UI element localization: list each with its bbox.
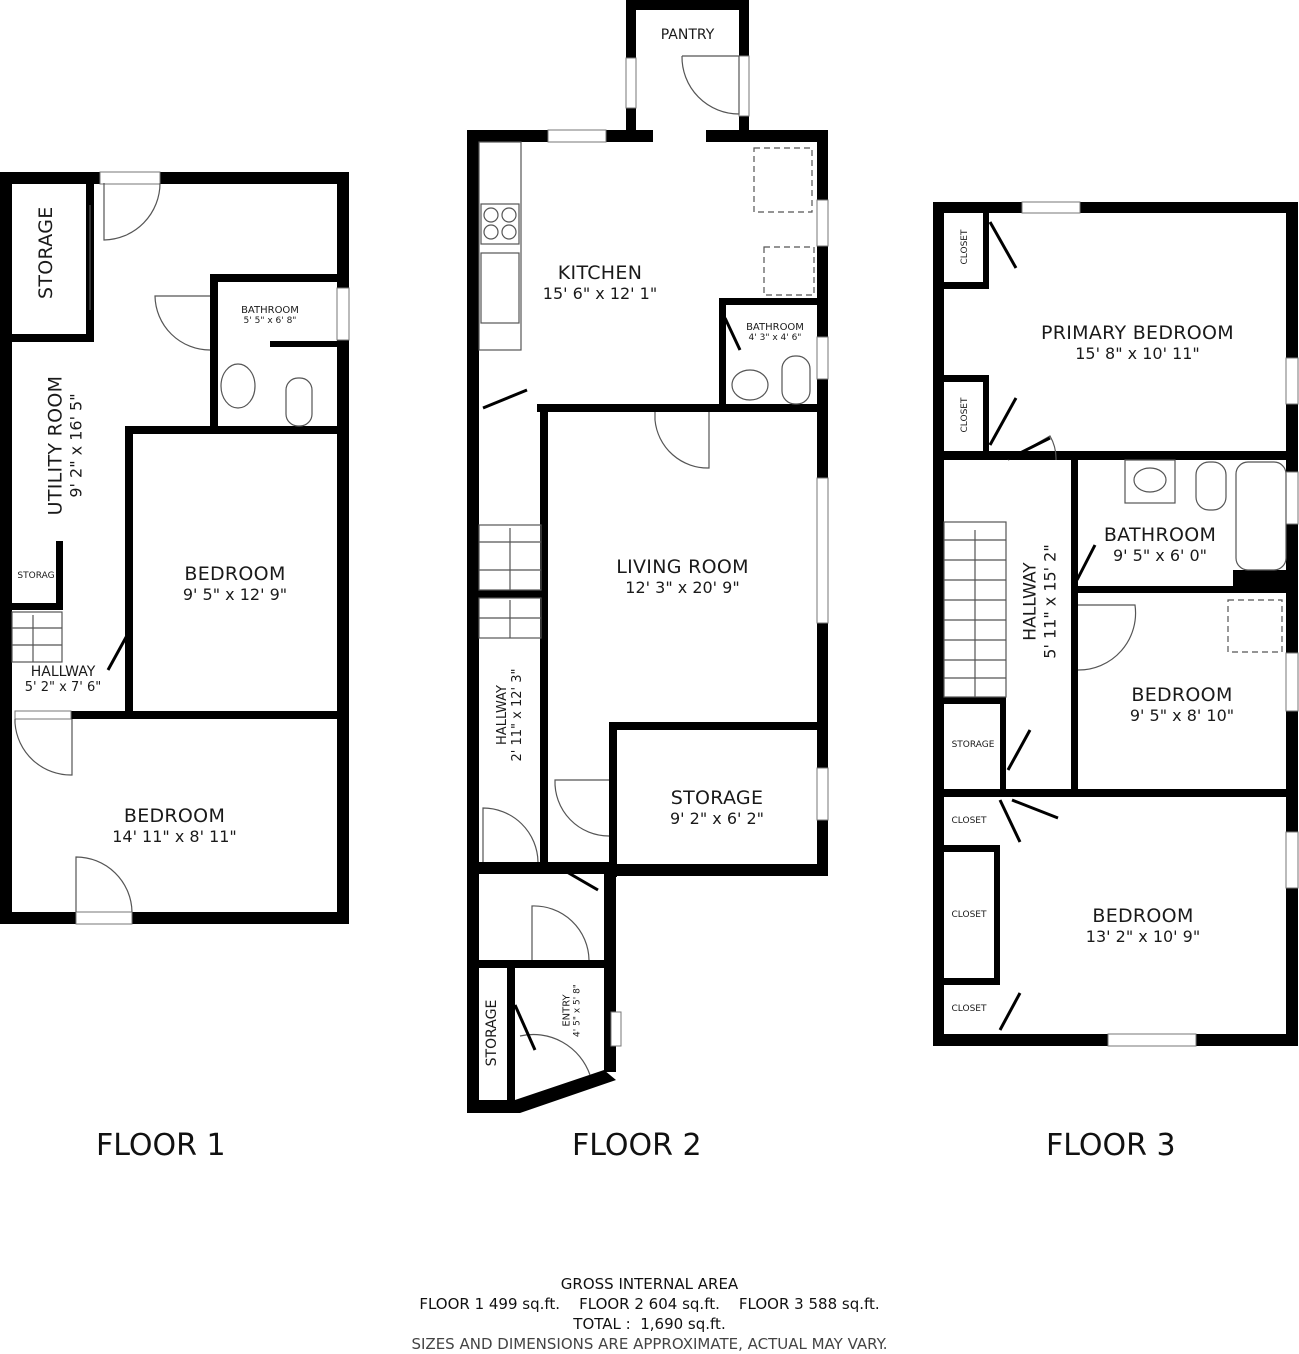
room-name: BEDROOM [184,563,286,585]
room-name: LIVING ROOM [616,556,749,578]
f2-pantry-label: PANTRY [660,27,715,43]
room-dimensions: 9' 5" x 8' 10" [1129,706,1235,725]
f3-hallway-label: HALLWAY 5' 11" x 15' 2" [1021,532,1060,672]
f2-kitchen-label: KITCHEN 15' 6" x 12' 1" [520,262,680,303]
room-dimensions: 13' 2" x 10' 9" [1085,927,1201,946]
room-dimensions: 9' 5" x 6' 0" [1112,546,1208,565]
f1-storage-closet-label: STORAG [17,571,55,581]
room-name: HALLWAY [30,664,96,680]
f3-storage-label: STORAGE [951,740,995,750]
room-name: HALLWAY [495,685,510,745]
room-dimensions: 9' 2" x 6' 2" [669,809,765,828]
room-name: PRIMARY BEDROOM [1041,322,1234,344]
room-name: ENTRY [561,994,573,1027]
room-name: BEDROOM [1131,684,1233,706]
f3-closet-1-label: CLOSET [960,229,970,265]
f3-closet-2-label: CLOSET [960,397,970,433]
f2-storage-label: STORAGE 9' 2" x 6' 2" [617,787,817,828]
room-dimensions: 5' 2" x 7' 6" [24,680,102,695]
f3-primary-bedroom-label: PRIMARY BEDROOM 15' 8" x 10' 11" [989,322,1286,363]
f2-bathroom-label: BATHROOM 4' 3" x 4' 6" [728,322,822,343]
room-name: BATHROOM [746,322,804,333]
fixtures [11,55,1287,1076]
room-name: BATHROOM [1103,524,1217,546]
summary-total: TOTAL : 1,690 sq.ft. [573,1315,726,1333]
f2-living-room-label: LIVING ROOM 12' 3" x 20' 9" [548,556,817,597]
room-dimensions: 5' 5" x 6' 8" [243,316,297,326]
f1-hallway-label: HALLWAY 5' 2" x 7' 6" [8,664,118,695]
summary-floor-areas: FLOOR 1 499 sq.ft. FLOOR 2 604 sq.ft. FL… [419,1295,880,1313]
room-name: BEDROOM [123,805,226,827]
room-name: BATHROOM [241,305,299,316]
room-dimensions: 5' 11" x 15' 2" [1040,544,1060,659]
room-dimensions: 12' 3" x 20' 9" [625,578,740,597]
room-name: STORAGE [670,787,764,809]
f3-closet-5-label: CLOSET [951,1004,987,1014]
f3-bedroom-2-label: BEDROOM 13' 2" x 10' 9" [1000,905,1286,946]
f3-closet-3-label: CLOSET [951,816,987,826]
f2-storage-2-label: STORAGE [484,999,500,1067]
f2-hallway-label: HALLWAY 2' 11" x 12' 3" [495,655,525,775]
f3-closet-4-label: CLOSET [951,910,987,920]
room-name: KITCHEN [557,262,643,284]
floor-3-title: FLOOR 3 [1046,1128,1176,1163]
room-name: UTILITY ROOM [44,375,67,516]
windows [14,55,1299,1047]
f3-bedroom-label: BEDROOM 9' 5" x 8' 10" [1078,684,1286,725]
f2-entry-label: ENTRY 4' 5" x 5' 8" [562,971,583,1051]
f1-bathroom-label: BATHROOM 5' 5" x 6' 8" [220,305,320,326]
room-dimensions: 2' 11" x 12' 3" [510,668,525,762]
room-dimensions: 15' 6" x 12' 1" [542,284,658,303]
room-dimensions: 9' 2" x 16' 5" [66,393,86,498]
room-dimensions: 4' 5" x 5' 8" [572,984,583,1037]
f1-storage-label: STORAGE [35,206,57,299]
room-name: HALLWAY [1020,562,1041,641]
room-dimensions: 15' 8" x 10' 11" [1075,344,1200,363]
room-dimensions: 9' 5" x 12' 9" [182,585,288,604]
f3-bathroom-label: BATHROOM 9' 5" x 6' 0" [1095,524,1225,565]
f1-bedroom-2-label: BEDROOM 14' 11" x 8' 11" [12,805,337,846]
summary-heading: GROSS INTERNAL AREA [560,1275,739,1293]
f1-utility-room-label: UTILITY ROOM 9' 2" x 16' 5" [45,366,86,526]
area-summary: GROSS INTERNAL AREA FLOOR 1 499 sq.ft. F… [0,1274,1299,1354]
room-dimensions: 14' 11" x 8' 11" [112,827,237,846]
floor-2-title: FLOOR 2 [572,1128,702,1163]
f1-bedroom-label: BEDROOM 9' 5" x 12' 9" [133,563,337,604]
room-dimensions: 4' 3" x 4' 6" [748,333,802,343]
door-leaves [106,221,1097,1051]
summary-disclaimer: SIZES AND DIMENSIONS ARE APPROXIMATE, AC… [411,1335,888,1353]
floor-1-title: FLOOR 1 [96,1128,226,1163]
room-name: BEDROOM [1092,905,1194,927]
